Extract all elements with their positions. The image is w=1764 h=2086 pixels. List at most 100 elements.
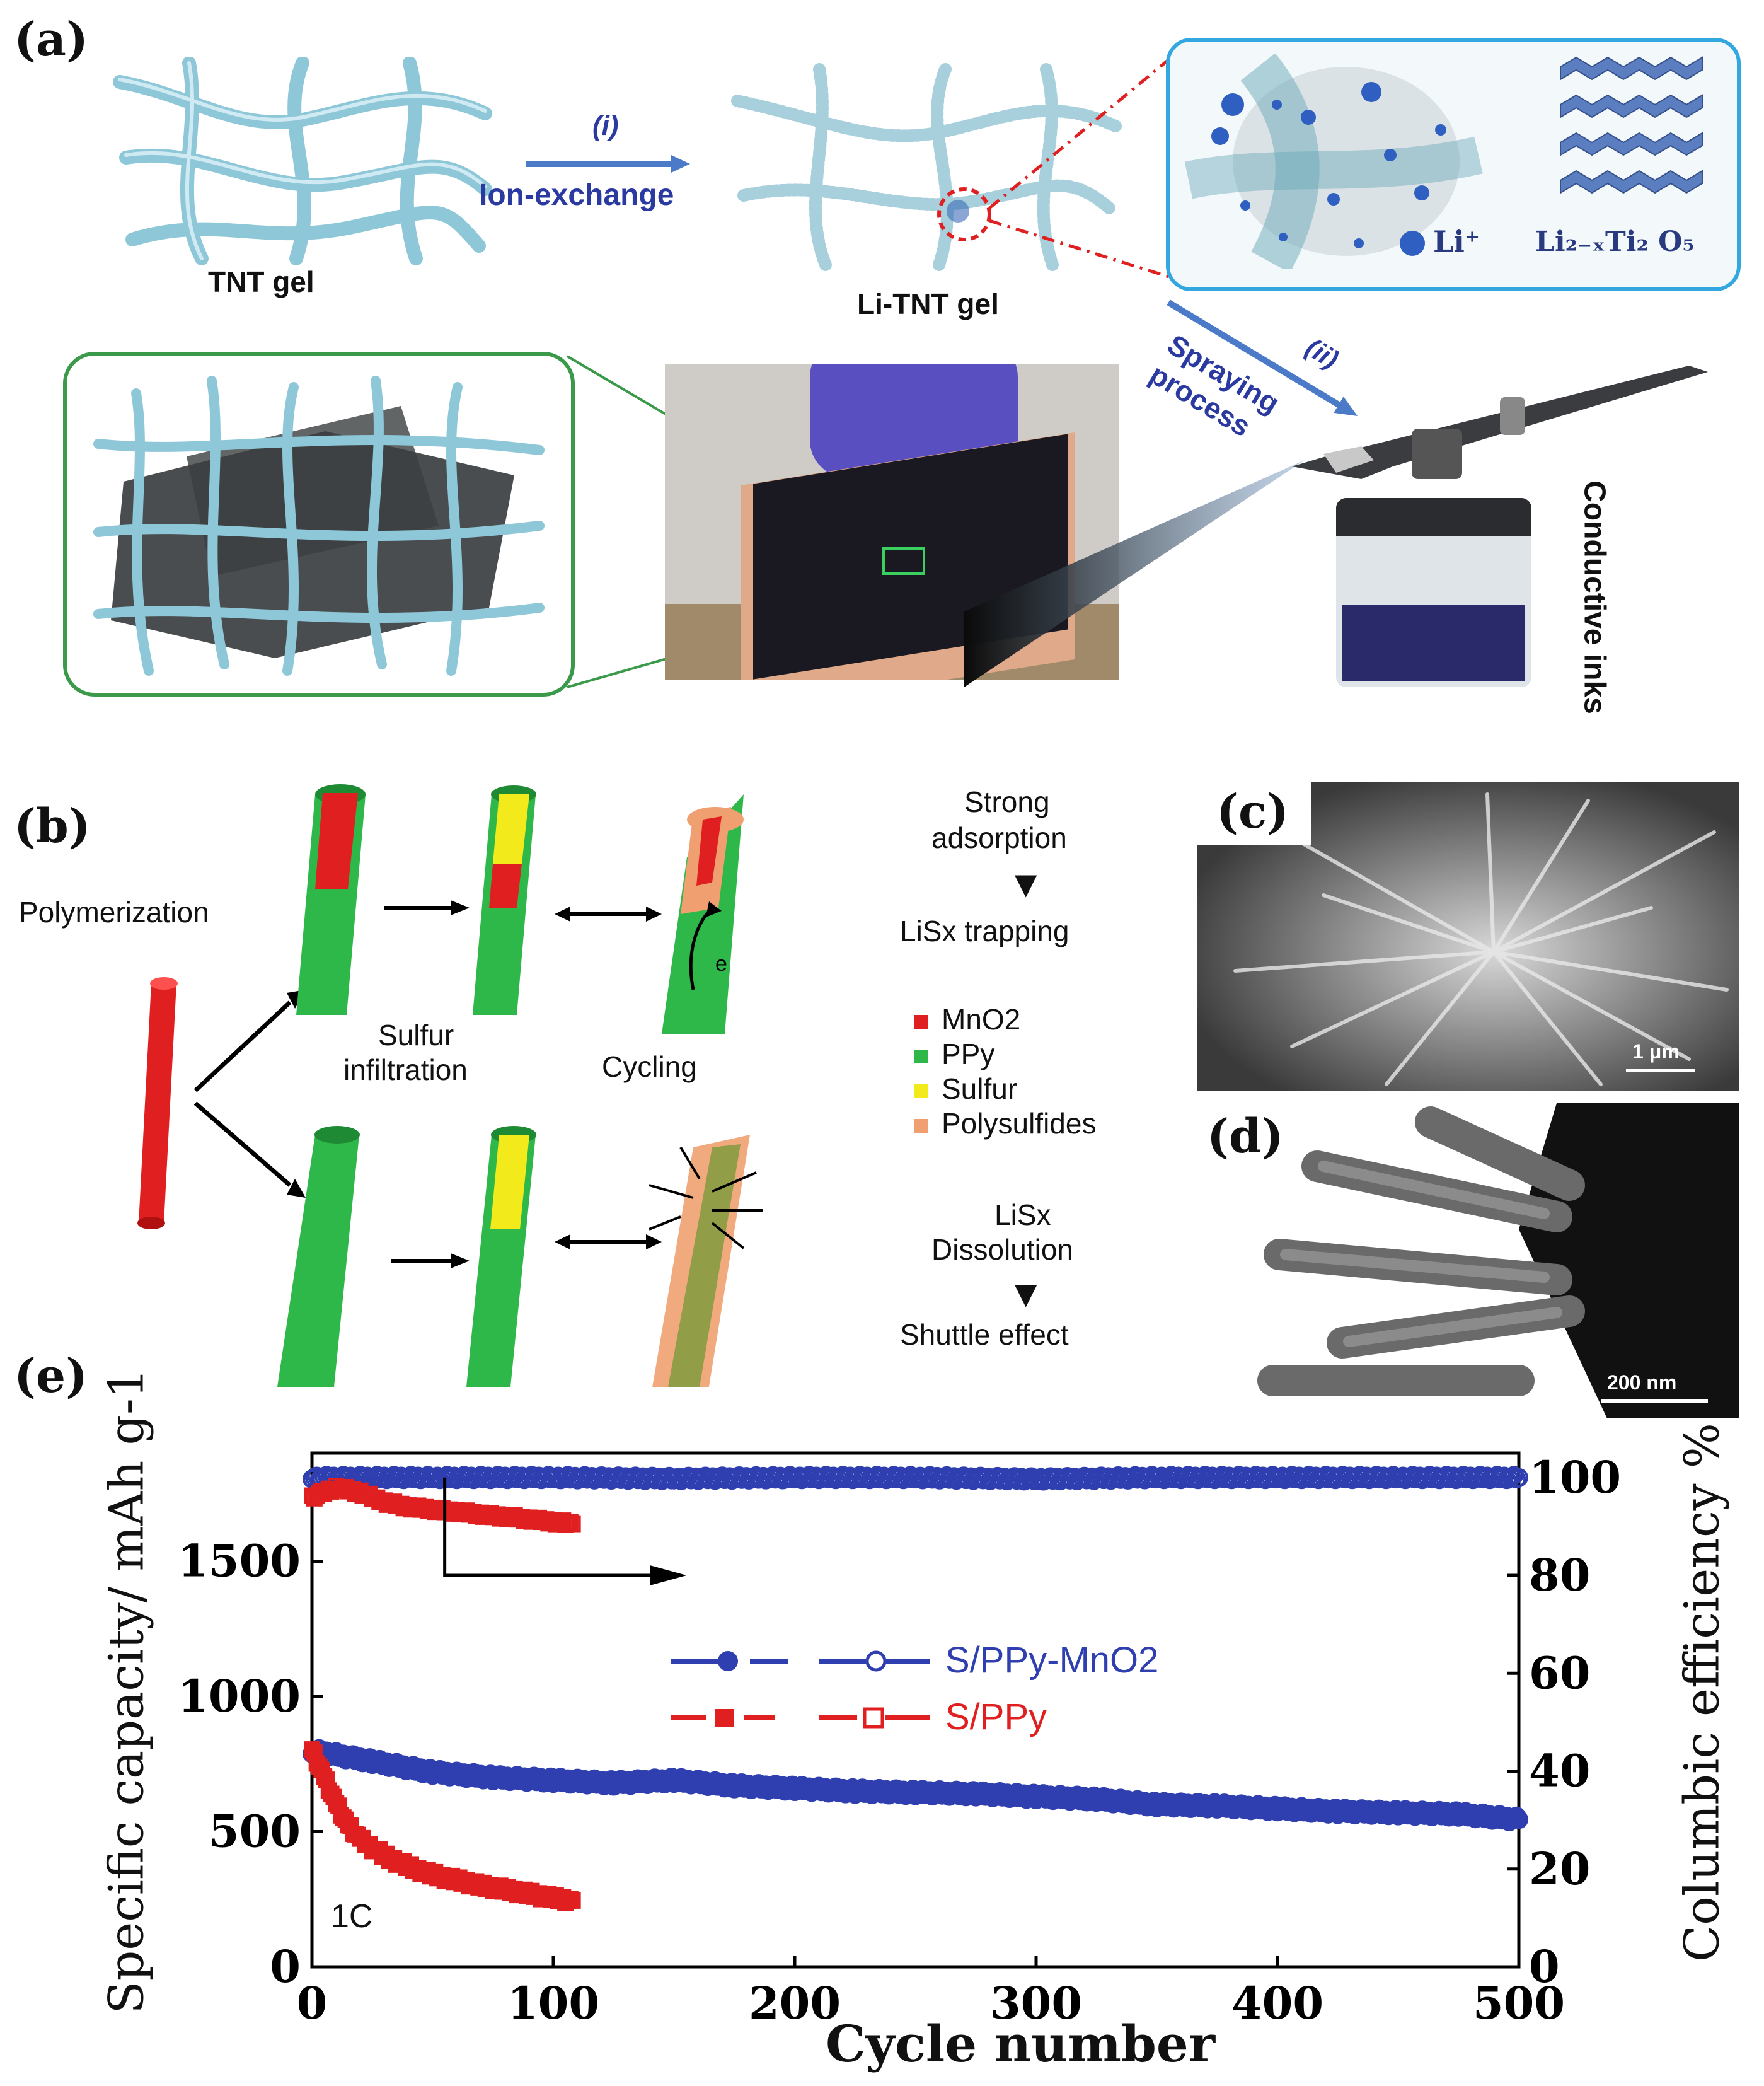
scale-bar-d [1601, 1399, 1708, 1403]
panel-label-c-bg [1197, 782, 1311, 845]
y-tick-label: 0 [270, 1940, 301, 1993]
data-point [1509, 1468, 1528, 1487]
zoom-square [882, 547, 925, 575]
airbrush [1292, 366, 1708, 479]
step-i-label: (i) [592, 110, 619, 141]
mno2-rod [137, 977, 178, 1229]
li-ion-inset: Li⁺ Li₂₋ₓTi₂ O₅ [1166, 38, 1741, 291]
y2-tick-label: 100 [1529, 1451, 1621, 1504]
x-tick-label: 400 [1231, 1977, 1323, 2029]
polymerization-label: Polymerization [19, 896, 209, 929]
data-point [564, 1515, 581, 1533]
series-3 [304, 1478, 581, 1533]
rate-annotation: 1C [331, 1898, 373, 1935]
y-tick-label: 1000 [178, 1670, 301, 1722]
composite-inset [63, 352, 575, 697]
scheme-b: e [137, 784, 763, 1387]
data-point [1509, 1810, 1528, 1829]
legend-item-ppy: PPy [914, 1037, 994, 1071]
scale-label-c: 1 μm [1632, 1040, 1680, 1063]
legend-label-ppy: S/PPy [945, 1696, 1047, 1737]
strong-label: Strong [964, 785, 1050, 818]
chart-legend: S/PPy-MnO2 S/PPy [668, 1636, 1267, 1743]
tem-image-d: 200 nm [1254, 1103, 1739, 1418]
legend-label-mno2: S/PPy-MnO2 [945, 1640, 1159, 1681]
crystal-structure-inset [1560, 56, 1703, 194]
ink-jar [1336, 498, 1531, 687]
x-tick-label: 500 [1473, 1977, 1565, 2029]
li-ion-dot [1400, 231, 1425, 256]
panel-label-a: (a) [14, 13, 88, 67]
cycling-label: Cycling [602, 1050, 697, 1083]
legend-label: MnO2 [942, 1003, 1021, 1036]
y-tick-label: 500 [209, 1805, 301, 1858]
spray-cone [964, 460, 1305, 687]
tnt-gel-label: TNT gel [208, 265, 314, 298]
y2-axis-title: Columbic efficiency % [1673, 1423, 1730, 1962]
x-tick-label: 200 [749, 1977, 841, 2029]
axis-pointer-arrowhead [650, 1565, 687, 1586]
composite-illustration [93, 376, 545, 676]
series-0 [303, 1739, 1528, 1831]
tem-rods [1257, 1103, 1739, 1418]
svg-text:e: e [715, 952, 727, 976]
legend-item-polysulfides: Polysulfides [914, 1106, 1096, 1140]
y2-tick-label: 20 [1529, 1843, 1590, 1895]
legend-label: Polysulfides [942, 1107, 1097, 1140]
lisx-label: LiSx [994, 1198, 1051, 1231]
legend-swatch [914, 1118, 928, 1133]
legend-swatch [914, 1049, 928, 1063]
scale-bar-c [1626, 1069, 1695, 1072]
y-tick-label: 1500 [178, 1535, 301, 1587]
lisx-trapping-label: LiSx trapping [900, 915, 1069, 947]
shuttle-effect-label: Shuttle effect [900, 1318, 1069, 1351]
legend-item-sulfur: Sulfur [914, 1072, 1017, 1106]
tnt-gel-illustration [113, 57, 492, 265]
li-tnt-gel-illustration [731, 63, 1122, 271]
y2-tick-label: 60 [1529, 1647, 1590, 1699]
axis-pointer-arrow [443, 1477, 650, 1577]
panel-label-c: (c) [1216, 785, 1289, 839]
x-tick-label: 100 [507, 1977, 599, 2029]
data-point [562, 1514, 579, 1531]
sem-image-c: 1 μm [1197, 782, 1739, 1091]
ion-exchange-arrow [526, 155, 690, 173]
y2-tick-label: 40 [1529, 1745, 1590, 1797]
panel-label-e: (e) [14, 1349, 88, 1403]
li-tnt-gel-label: Li-TNT gel [857, 287, 999, 320]
li-ion-label: Li⁺ [1433, 224, 1480, 258]
panel-label-b: (b) [14, 799, 91, 854]
legend-line-ppy [671, 1707, 930, 1729]
spraying-arrow [1167, 299, 1358, 416]
dissolution-label: Dissolution [931, 1233, 1073, 1266]
series-2 [303, 1466, 1528, 1491]
panel-label-d: (d) [1207, 1110, 1284, 1164]
x-tick-label: 0 [297, 1977, 328, 2029]
sulfur-label: Sulfur [378, 1019, 454, 1052]
legend-item-mno2: MnO2 [914, 1002, 1020, 1036]
y2-tick-label: 80 [1529, 1549, 1590, 1601]
plot-frame [310, 1451, 1521, 1969]
infiltration-label: infiltration [343, 1053, 468, 1086]
legend-label: Sulfur [942, 1072, 1018, 1105]
legend-line-mno2 [671, 1650, 930, 1672]
conductive-inks-label: Conductive inks [1577, 480, 1611, 714]
nanotube-inset [1184, 54, 1483, 269]
y2-tick-label: 0 [1529, 1940, 1560, 1993]
legend-swatch [914, 1084, 928, 1098]
legend-swatch [914, 1014, 928, 1029]
ion-exchange-label: Ion-exchange [479, 178, 674, 212]
ink-liquid [1342, 605, 1525, 681]
x-tick-label: 300 [990, 1977, 1082, 2029]
jar-lid [1336, 498, 1531, 536]
down-arrow-bottom: ▼ [1015, 1277, 1037, 1311]
down-arrow-top: ▼ [1015, 867, 1037, 901]
li-formula-label: Li₂₋ₓTi₂ O₅ [1535, 226, 1695, 258]
y-axis-title: Specific capacity/ mAh g-1 [98, 1367, 154, 2014]
legend-label: PPy [942, 1038, 995, 1070]
x-axis-title: Cycle number [826, 2014, 1215, 2073]
data-point [564, 1892, 581, 1909]
zoom-lines [988, 55, 1192, 286]
adsorption-label: adsorption [931, 821, 1067, 854]
